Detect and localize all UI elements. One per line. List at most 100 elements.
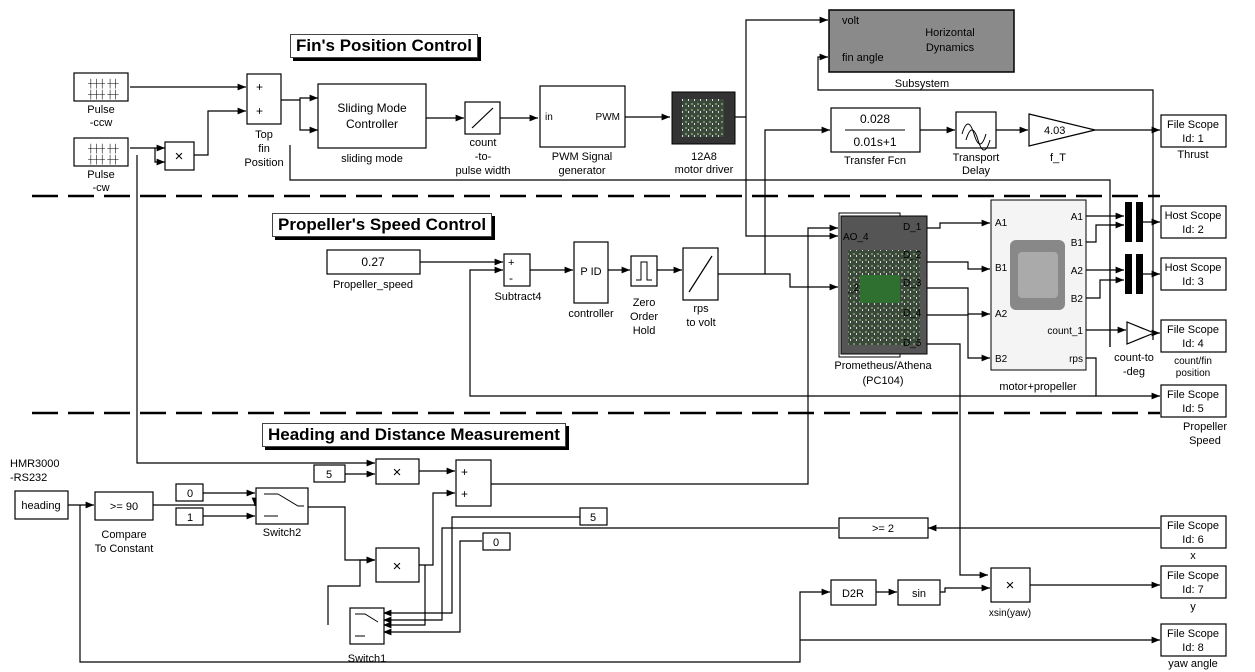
svg-text:Pulse: Pulse — [87, 169, 115, 181]
zero-order-hold-block[interactable]: Zero Order Hold — [630, 256, 658, 337]
product-block-fin[interactable]: × — [165, 142, 194, 170]
svg-text:D_1: D_1 — [903, 222, 922, 233]
constant-5b-block[interactable]: 5 — [580, 508, 607, 525]
switch1-block[interactable]: Switch1 — [348, 608, 387, 665]
file-scope-4[interactable]: File Scope Id: 4 count/fin position — [1161, 320, 1226, 379]
sliding-mode-controller-block[interactable]: Sliding Mode Controller sliding mode — [318, 84, 426, 165]
svg-text:A1: A1 — [995, 218, 1008, 229]
svg-text:PWM: PWM — [596, 112, 620, 123]
svg-text:B2: B2 — [995, 354, 1008, 365]
svg-text:Thrust: Thrust — [1177, 149, 1208, 161]
compare-ge2-block[interactable]: >= 2 — [839, 518, 928, 538]
count-to-pulse-width-block[interactable]: count -to- pulse width — [455, 102, 510, 177]
svg-text:5: 5 — [590, 512, 596, 524]
gain-f-t-block[interactable]: 4.03 f_T — [1029, 114, 1095, 164]
horizontal-dynamics-subsystem[interactable]: volt fin angle Horizontal Dynamics Subsy… — [829, 10, 1014, 90]
hmr3000-heading-block[interactable]: HMR3000 -RS232 heading — [10, 458, 68, 519]
product-block-1[interactable]: × — [376, 459, 419, 484]
svg-text:×: × — [175, 148, 184, 165]
svg-text:-: - — [509, 271, 513, 285]
svg-text:Top: Top — [255, 129, 273, 141]
d2r-block[interactable]: D2R — [831, 580, 876, 605]
svg-text:rps: rps — [693, 303, 709, 315]
svg-text:1: 1 — [187, 512, 193, 524]
svg-text:Host Scope: Host Scope — [1165, 210, 1222, 222]
svg-text:controller: controller — [568, 308, 614, 320]
svg-text:volt: volt — [842, 15, 859, 27]
file-scope-1[interactable]: File Scope Id: 1 Thrust — [1161, 115, 1226, 161]
svg-text:to volt: to volt — [686, 317, 715, 329]
mux-bar-4 — [1136, 254, 1143, 294]
svg-text:Delay: Delay — [962, 165, 991, 177]
svg-text:A2: A2 — [1071, 266, 1084, 277]
prometheus-athena-block[interactable]: AO_4 D_1 D_2 D_3 D_4 D_5 _2 Prometheus/A… — [834, 213, 932, 387]
xsin-yaw-product-block[interactable]: × xsin(yaw) — [989, 568, 1031, 619]
svg-text:Pulse: Pulse — [87, 104, 115, 116]
constant-0b-block[interactable]: 0 — [483, 533, 510, 550]
svg-text:Position: Position — [244, 157, 283, 169]
motor-propeller-block[interactable]: A1 B1 A2 B2 A1 B1 A2 B2 count_1 rps moto… — [991, 200, 1086, 393]
propeller-speed-constant[interactable]: 0.27 Propeller_speed — [327, 250, 420, 291]
svg-text:_2: _2 — [847, 283, 860, 294]
svg-text:xsin(yaw): xsin(yaw) — [989, 608, 1031, 619]
constant-0-block[interactable]: 0 — [176, 484, 203, 501]
svg-text:+: + — [508, 257, 514, 269]
svg-text:D_3: D_3 — [903, 278, 922, 289]
pwm-signal-generator-block[interactable]: in PWM PWM Signal generator — [540, 86, 625, 177]
svg-text:Hold: Hold — [633, 325, 656, 337]
pid-controller-block[interactable]: P ID controller — [568, 242, 614, 320]
constant-5-block[interactable]: 5 — [314, 465, 345, 482]
svg-text:Propeller_speed: Propeller_speed — [333, 279, 413, 291]
mux-bar-3 — [1136, 202, 1143, 242]
motor-driver-block[interactable]: 12A8 motor driver — [672, 92, 735, 176]
file-scope-7[interactable]: File Scope Id: 7 y — [1161, 566, 1226, 613]
svg-text:Speed: Speed — [1189, 435, 1221, 447]
subtract4-block[interactable]: + - Subtract4 — [494, 254, 541, 303]
switch2-block[interactable]: Switch2 — [256, 488, 308, 539]
svg-text:0.028: 0.028 — [860, 112, 890, 126]
svg-text:File Scope: File Scope — [1167, 570, 1219, 582]
section-title-heading: Heading and Distance Measurement — [262, 423, 566, 447]
svg-text:12A8: 12A8 — [691, 151, 717, 163]
top-fin-sum-block[interactable]: + + Top fin Position — [244, 74, 283, 169]
svg-text:in: in — [545, 112, 553, 123]
svg-text:┼┼┼ ┼┼: ┼┼┼ ┼┼ — [87, 154, 119, 165]
svg-text:Subsystem: Subsystem — [895, 78, 949, 90]
svg-text:Id: 1: Id: 1 — [1182, 133, 1203, 145]
file-scope-6[interactable]: File Scope Id: 6 x — [1161, 516, 1226, 562]
file-scope-5[interactable]: File Scope Id: 5 Propeller Speed — [1161, 385, 1227, 447]
rps-to-volt-block[interactable]: rps to volt — [683, 248, 718, 329]
pulse-cw-block[interactable]: ┼┼┼ ┼┼ ┼┼┼ ┼┼ Pulse -cw — [74, 138, 128, 194]
compare-to-constant-block[interactable]: >= 90 Compare To Constant — [95, 492, 154, 555]
svg-text:+: + — [256, 104, 263, 118]
pulse-ccw-block[interactable]: ┼┼┼ ┼┼ ┼┼┼ ┼┼ Pulse -ccw — [74, 73, 128, 129]
svg-text:A1: A1 — [1071, 212, 1084, 223]
host-scope-3[interactable]: Host Scope Id: 3 — [1161, 258, 1226, 290]
svg-text:Compare: Compare — [101, 529, 146, 541]
svg-text:Id: 2: Id: 2 — [1182, 224, 1203, 236]
svg-text:To Constant: To Constant — [95, 543, 154, 555]
svg-text:D2R: D2R — [842, 588, 864, 600]
svg-text:D_2: D_2 — [903, 250, 922, 261]
host-scope-2[interactable]: Host Scope Id: 2 — [1161, 206, 1226, 238]
sum-block-heading[interactable]: + + — [456, 460, 491, 506]
constant-1-block[interactable]: 1 — [176, 508, 203, 525]
transfer-fcn-block[interactable]: 0.028 0.01s+1 Transfer Fcn — [831, 108, 920, 167]
transport-delay-block[interactable]: Transport Delay — [953, 112, 1000, 177]
svg-text:Horizontal: Horizontal — [925, 27, 975, 39]
svg-text:>= 2: >= 2 — [872, 523, 894, 535]
svg-text:(PC104): (PC104) — [863, 375, 904, 387]
svg-text:-deg: -deg — [1123, 366, 1145, 378]
svg-text:+: + — [461, 465, 468, 479]
product-block-2[interactable]: × — [376, 548, 419, 582]
svg-text:Id: 3: Id: 3 — [1182, 276, 1203, 288]
svg-text:File Scope: File Scope — [1167, 389, 1219, 401]
svg-text:generator: generator — [558, 165, 605, 177]
file-scope-8[interactable]: File Scope Id: 8 yaw angle — [1161, 624, 1226, 670]
svg-text:>= 90: >= 90 — [110, 501, 138, 513]
svg-text:pulse width: pulse width — [455, 165, 510, 177]
svg-text:Zero: Zero — [633, 297, 656, 309]
sin-block[interactable]: sin — [898, 580, 940, 605]
svg-text:B1: B1 — [1071, 238, 1084, 249]
